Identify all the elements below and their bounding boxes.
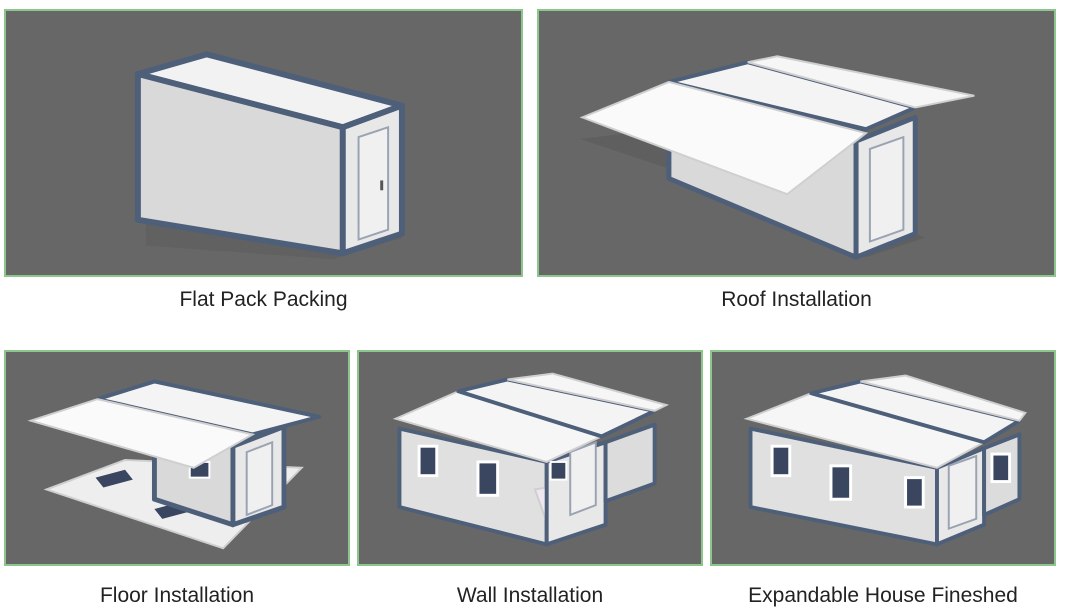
flat-pack-container-illustration [134, 51, 405, 260]
step-image-floor-installation [4, 350, 350, 566]
step-image-house-finished [710, 350, 1056, 566]
caption-wall-installation: Wall Installation [456, 584, 604, 607]
step-image-flat-pack [4, 9, 523, 277]
caption-house-finished: Expandable House Fineshed [748, 584, 1018, 607]
finished-house-illustration [743, 374, 1027, 547]
floor-installation-illustration [27, 379, 322, 550]
caption-flat-pack: Flat Pack Packing [179, 288, 348, 311]
roof-installation-illustration [579, 55, 975, 260]
wall-installation-illustration [392, 372, 670, 547]
step-image-roof-installation [537, 9, 1056, 277]
caption-floor-installation: Floor Installation [99, 584, 255, 607]
caption-roof-installation: Roof Installation [721, 288, 872, 311]
step-image-wall-installation [357, 350, 703, 566]
